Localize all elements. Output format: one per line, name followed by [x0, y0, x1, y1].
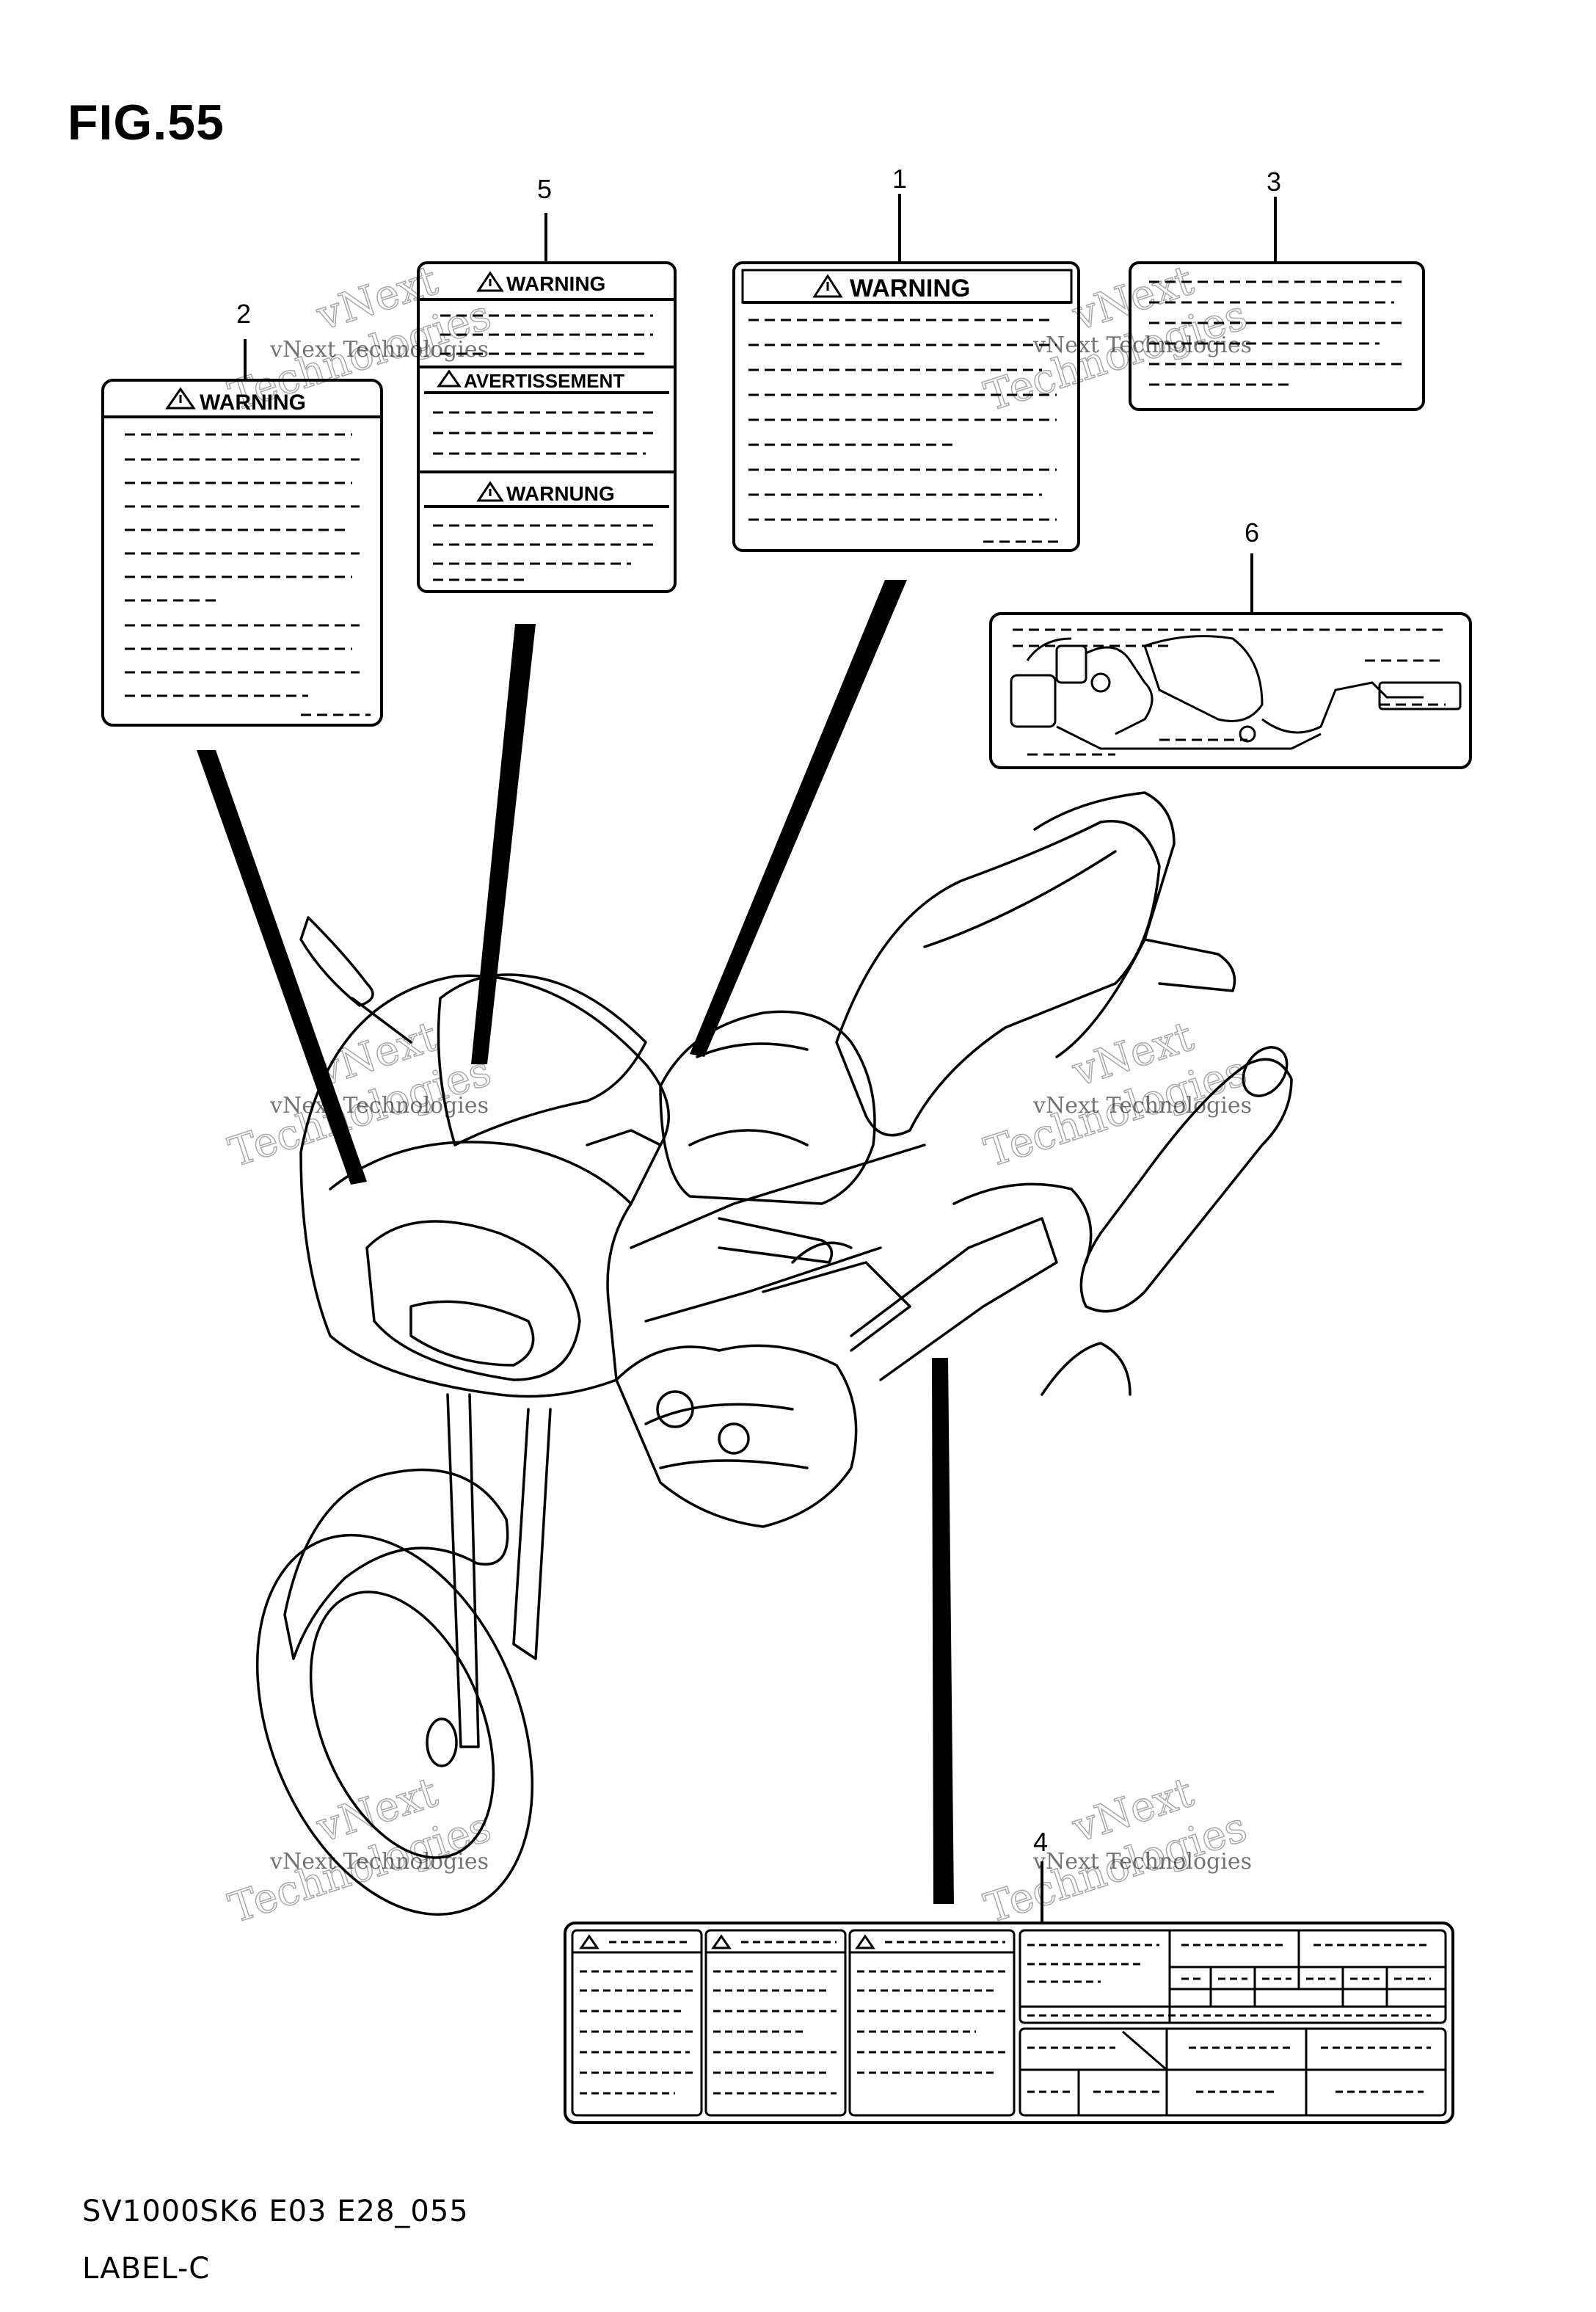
hose-routing-diagram-icon: [1010, 635, 1462, 750]
label-5-warning-text: WARNING: [506, 272, 605, 295]
figure-title: FIG.55: [68, 95, 225, 150]
warning-triangle-icon: [476, 481, 504, 502]
label-2-text-lines: [125, 433, 371, 716]
label-5-warnung-text: WARNUNG: [506, 482, 615, 505]
label-5-avertissement-text: AVERTISSEMENT: [464, 370, 624, 392]
warning-triangle-icon: [579, 1934, 600, 1949]
callout-leaders: [244, 194, 1277, 1923]
warning-triangle-icon: [165, 387, 196, 410]
warning-triangle-icon: [476, 271, 504, 292]
location-pointers: [197, 580, 954, 1904]
watermark-text: vNext Technologies: [269, 1093, 489, 1119]
callout-5: 5: [537, 174, 552, 204]
callout-1: 1: [892, 164, 907, 194]
watermark-text: vNext Technologies: [1032, 332, 1252, 358]
diagram-code: SV1000SK6 E03 E28_055: [82, 2195, 469, 2228]
watermark-group: vNext Technologies vNext Technologies vN…: [269, 332, 1252, 1875]
motorcycle-outline: [255, 791, 1293, 1916]
watermark-text: vNext Technologies: [269, 1849, 489, 1875]
callout-6: 6: [1245, 517, 1259, 548]
label-2-warning-text: WARNING: [200, 390, 306, 415]
warning-triangle-icon: [855, 1934, 875, 1949]
label-1-warning-text: WARNING: [850, 275, 970, 302]
warning-triangle-icon: [812, 274, 843, 298]
watermark-text: vNext Technologies: [1032, 1849, 1252, 1875]
label-1: WARNING: [732, 261, 1080, 552]
watermark-text: vNext Technologies: [1032, 1093, 1252, 1119]
callout-2: 2: [236, 299, 251, 329]
label-5: WARNING AVERTISSEMENT WARNUNG: [417, 261, 677, 593]
warning-triangle-icon: [437, 369, 462, 388]
label-2: WARNING: [101, 379, 383, 727]
callout-4: 4: [1033, 1827, 1048, 1857]
label-4: [564, 1922, 1454, 2124]
label-6: [989, 612, 1472, 769]
watermark-text: vNext Technologies: [269, 337, 489, 363]
diagram-name: LABEL-C: [82, 2252, 211, 2286]
warning-triangle-icon: [711, 1934, 732, 1949]
watermark-outline-group: vNext Technologies vNext Technologies vN…: [222, 256, 1253, 1933]
callout-3: 3: [1267, 167, 1281, 197]
